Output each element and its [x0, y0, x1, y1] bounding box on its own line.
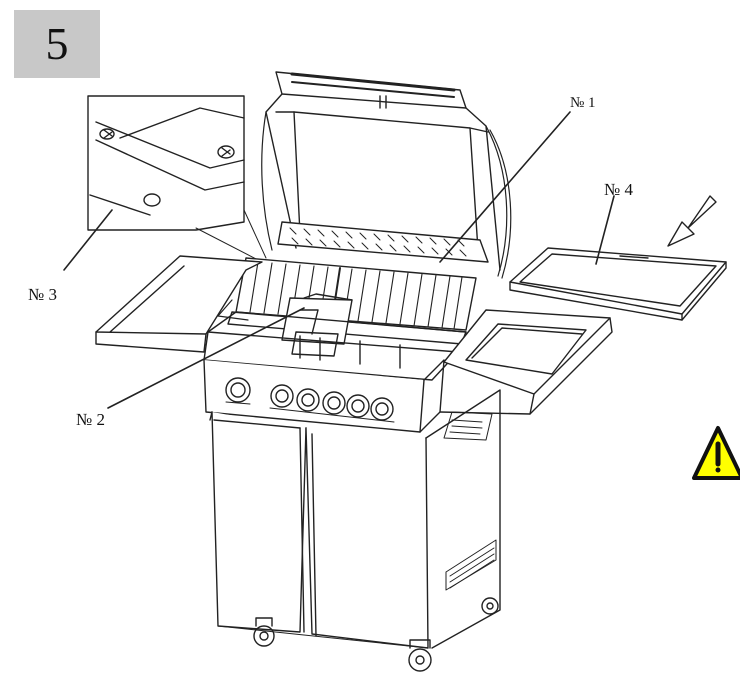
callout-part-4: № 4: [604, 180, 633, 199]
callout-leader-lines: [63, 111, 615, 409]
callout-part-1: № 1: [570, 95, 596, 111]
side-burner-lid: [509, 247, 727, 321]
right-side-shelf: [439, 309, 613, 441]
zoom-detail-inset: [87, 95, 267, 263]
control-knobs: [225, 377, 395, 423]
callout-part-2: № 2: [76, 410, 105, 429]
callout-part-3: № 3: [28, 285, 57, 304]
grill-cart: [209, 389, 501, 649]
caster-wheels: [253, 597, 499, 672]
step-number-box: 5: [14, 10, 100, 78]
warming-rack: [277, 221, 489, 263]
firebox: [203, 311, 467, 433]
left-side-shelf: [95, 255, 263, 353]
warning-triangle-icon: [692, 426, 740, 480]
step-number: 5: [45, 18, 69, 69]
insert-direction-arrow-icon: [667, 195, 717, 247]
flame-tamer: [281, 293, 353, 357]
grill-lid: [261, 71, 512, 279]
